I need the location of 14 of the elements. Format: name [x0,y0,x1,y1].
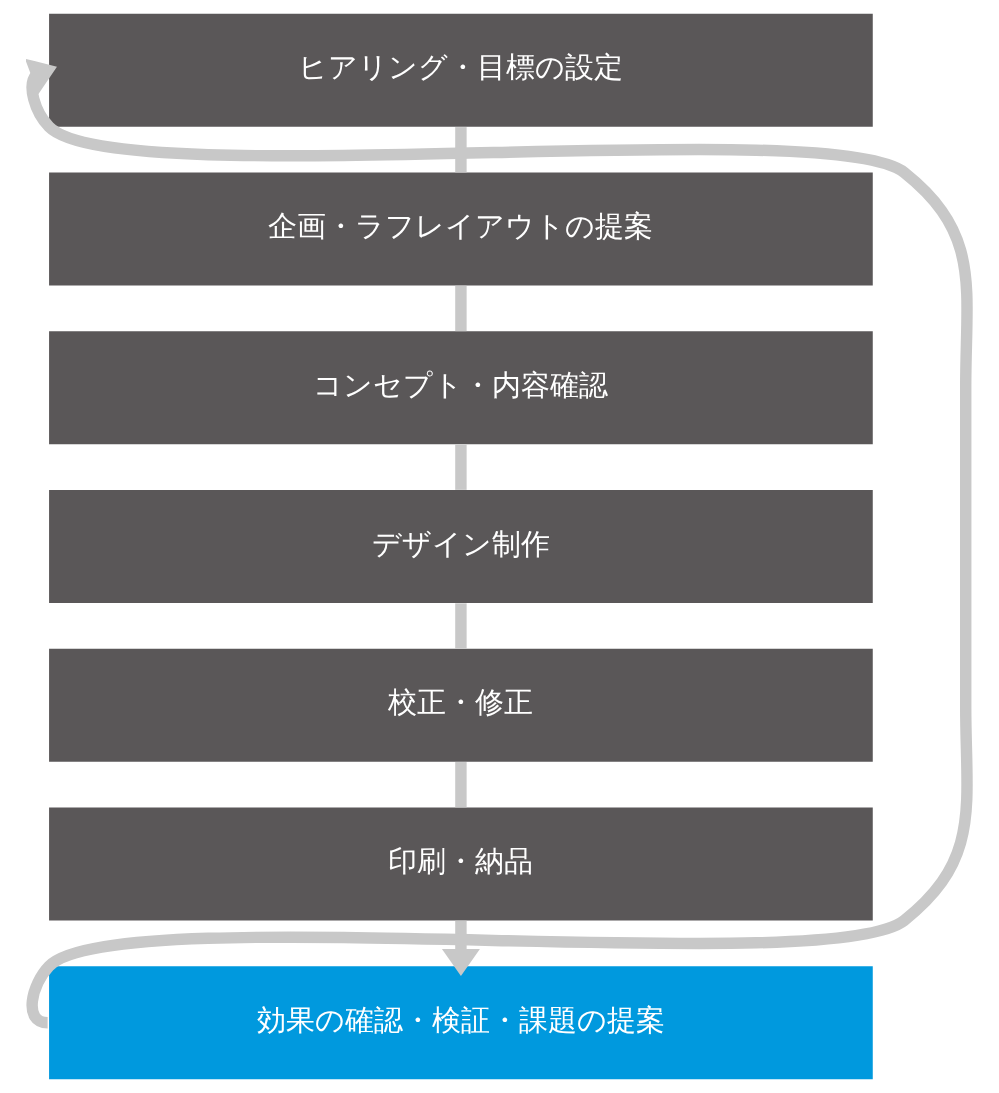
node-box: 校正・修正 [49,648,873,762]
connector [455,603,467,649]
node-box: ヒアリング・目標の設定 [49,13,873,127]
connector [455,444,467,490]
node-box: 印刷・納品 [49,807,873,921]
connector [455,127,467,173]
arrow [26,58,973,1027]
node-box: デザイン制作 [49,490,873,603]
node-box: 企画・ラフレイアウトの提案 [49,172,873,286]
connector [455,285,467,332]
connector [455,762,467,808]
arrow [441,920,480,977]
node-box: 効果の確認・検証・課題の提案 [49,966,873,1080]
node-box: コンセプト・内容確認 [49,331,873,445]
